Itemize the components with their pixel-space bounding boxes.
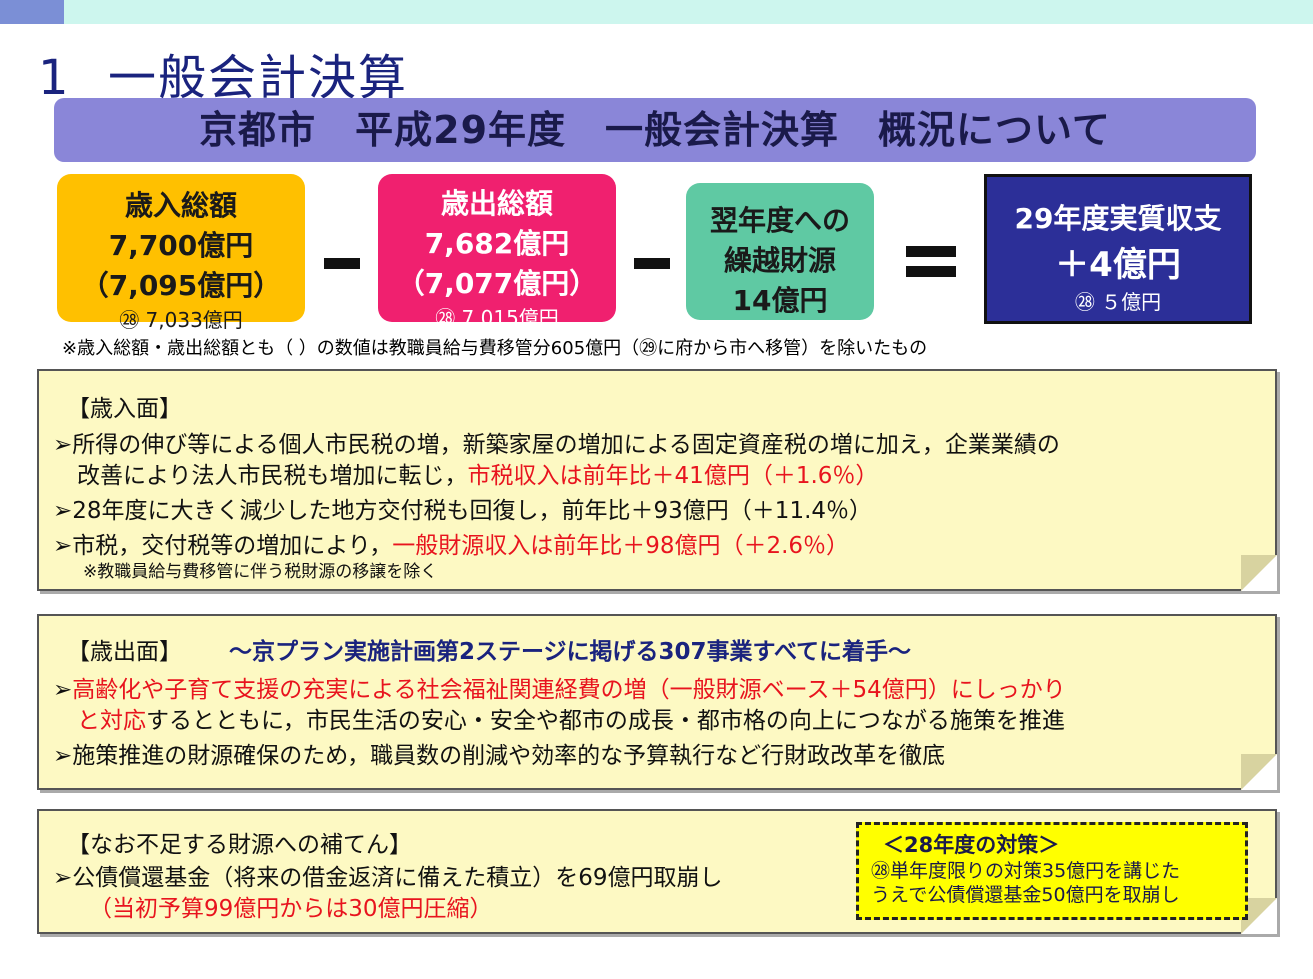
fy28-measures-body: ㉘単年度限りの対策35億円を講じた うえで公債償還基金50億円を取崩し bbox=[871, 859, 1180, 907]
revenue-note: ※教職員給与費移管に伴う税財源の移譲を除く bbox=[83, 562, 438, 582]
tax-revenue-highlight: 市税収入は前年比＋41億円（＋1.6％） bbox=[467, 463, 879, 489]
expense-bullet-1-line2: と対応するとともに，市民生活の安心・安全や都市の成長・都市格の向上につながる施策… bbox=[77, 701, 1065, 735]
fy28-measures-line2: うえで公債償還基金50億円を取崩し bbox=[871, 884, 1180, 906]
expense-panel: 【歳出面】 ～京プラン実施計画第2ステージに掲げる307事業すべてに着手～ ➢高… bbox=[37, 614, 1277, 790]
expense-amount: 7,682億円 bbox=[424, 227, 570, 260]
welfare-cost-highlight-end: と対応 bbox=[77, 708, 146, 734]
revenue-bullet-3-text: ➢市税，交付税等の増加により， bbox=[53, 533, 393, 559]
carryover-line2: 繰越財源 bbox=[723, 244, 836, 277]
fy28-measures-line1: ㉘単年度限りの対策35億円を講じた bbox=[871, 860, 1181, 882]
summary-footnote: ※歳入総額・歳出総額とも（ ）の数値は教職員給与費移管分605億円（㉙に府から市… bbox=[62, 338, 928, 359]
top-decor-accent bbox=[0, 0, 64, 24]
carryover-amount: 14億円 bbox=[732, 284, 828, 317]
revenue-bullet-1-line1: ➢所得の伸び等による個人市民税の増，新築家屋の増加による固定資産税の増に加え，企… bbox=[53, 432, 1060, 458]
carryover-box: 翌年度への 繰越財源 14億円 bbox=[686, 183, 874, 320]
equals-sign-bottom bbox=[906, 266, 956, 277]
expense-total-box: 歳出総額 7,682億円 （7,077億円） ㉘ 7,015億円 bbox=[378, 174, 616, 330]
balance-prev-year: ㉘ ５億円 bbox=[1074, 290, 1162, 314]
revenue-bullet-1-text: 改善により法人市民税も増加に転じ， bbox=[77, 463, 468, 489]
fy28-measures-box: ＜28年度の対策＞ ㉘単年度限りの対策35億円を講じた うえで公債償還基金50億… bbox=[856, 822, 1248, 920]
expense-subheading: ～京プラン実施計画第2ステージに掲げる307事業すべてに着手～ bbox=[229, 639, 912, 665]
revenue-panel: 【歳入面】 ➢所得の伸び等による個人市民税の増，新築家屋の増加による固定資産税の… bbox=[37, 369, 1277, 591]
slide-title: 1 一般会計決算 bbox=[38, 38, 408, 108]
top-decor-bar bbox=[0, 0, 1313, 24]
revenue-total-box: 歳入総額 7,700億円 （7,095億円） ㉘ 7,033億円 bbox=[57, 174, 305, 332]
title-banner: 京都市 平成29年度 一般会計決算 概況について bbox=[54, 98, 1256, 162]
revenue-label: 歳入総額 bbox=[124, 189, 237, 222]
actual-balance-box: 29年度実質収支 ＋4億円 ㉘ ５億円 bbox=[984, 174, 1252, 324]
slide-title-text: 一般会計決算 bbox=[108, 50, 409, 106]
balance-label: 29年度実質収支 bbox=[1014, 202, 1222, 235]
minus-sign-1 bbox=[324, 258, 360, 269]
minus-sign-2 bbox=[634, 258, 670, 269]
expense-bullet-1-rest: するとともに，市民生活の安心・安全や都市の成長・都市格の向上につながる施策を推進 bbox=[146, 708, 1065, 734]
fy28-measures-title: ＜28年度の対策＞ bbox=[883, 833, 1060, 857]
bullet-arrow-icon: ➢ bbox=[53, 677, 73, 703]
revenue-amount-excluded: （7,095億円） bbox=[80, 269, 282, 302]
expense-label: 歳出総額 bbox=[440, 187, 553, 220]
page-curl-decor bbox=[1241, 754, 1277, 790]
slide-title-number: 1 bbox=[38, 50, 71, 106]
expense-prev-year: ㉘ 7,015億円 bbox=[435, 306, 559, 330]
expense-heading: 【歳出面】 bbox=[67, 639, 182, 665]
revenue-amount: 7,700億円 bbox=[108, 229, 254, 262]
shortfall-heading: 【なお不足する財源への補てん】 bbox=[67, 832, 412, 858]
revenue-prev-year: ㉘ 7,033億円 bbox=[119, 308, 243, 332]
balance-amount: ＋4億円 bbox=[1055, 245, 1181, 285]
welfare-cost-highlight: 高齢化や子育て支援の充実による社会福祉関連経費の増（一般財源ベース＋54億円）に… bbox=[72, 677, 1066, 703]
revenue-heading: 【歳入面】 bbox=[67, 396, 182, 422]
expense-amount-excluded: （7,077億円） bbox=[396, 267, 598, 300]
page-curl-decor bbox=[1241, 898, 1277, 934]
equals-sign-top bbox=[906, 246, 956, 257]
revenue-bullet-2: ➢28年度に大きく減少した地方交付税も回復し，前年比＋93億円（＋11.4％） bbox=[53, 498, 873, 524]
page-curl-decor bbox=[1241, 555, 1277, 591]
shortfall-bullet-1: ➢公債償還基金（将来の借金返済に備えた積立）を69億円取崩し bbox=[53, 865, 723, 891]
expense-bullet-2: ➢施策推進の財源確保のため，職員数の削減や効率的な予算執行など行財政改革を徹底 bbox=[53, 743, 946, 769]
shortfall-reduction-note: （当初予算99億円からは30億円圧縮） bbox=[89, 896, 493, 922]
carryover-line1: 翌年度への bbox=[709, 204, 850, 237]
general-revenue-highlight: 一般財源収入は前年比＋98億円（＋2.6％） bbox=[392, 533, 850, 559]
revenue-bullet-3: ➢市税，交付税等の増加により，一般財源収入は前年比＋98億円（＋2.6％） bbox=[53, 526, 849, 560]
expense-bullet-1: ➢高齢化や子育て支援の充実による社会福祉関連経費の増（一般財源ベース＋54億円）… bbox=[53, 670, 1066, 704]
revenue-bullet-1-line2: 改善により法人市民税も増加に転じ，市税収入は前年比＋41億円（＋1.6％） bbox=[77, 456, 878, 490]
